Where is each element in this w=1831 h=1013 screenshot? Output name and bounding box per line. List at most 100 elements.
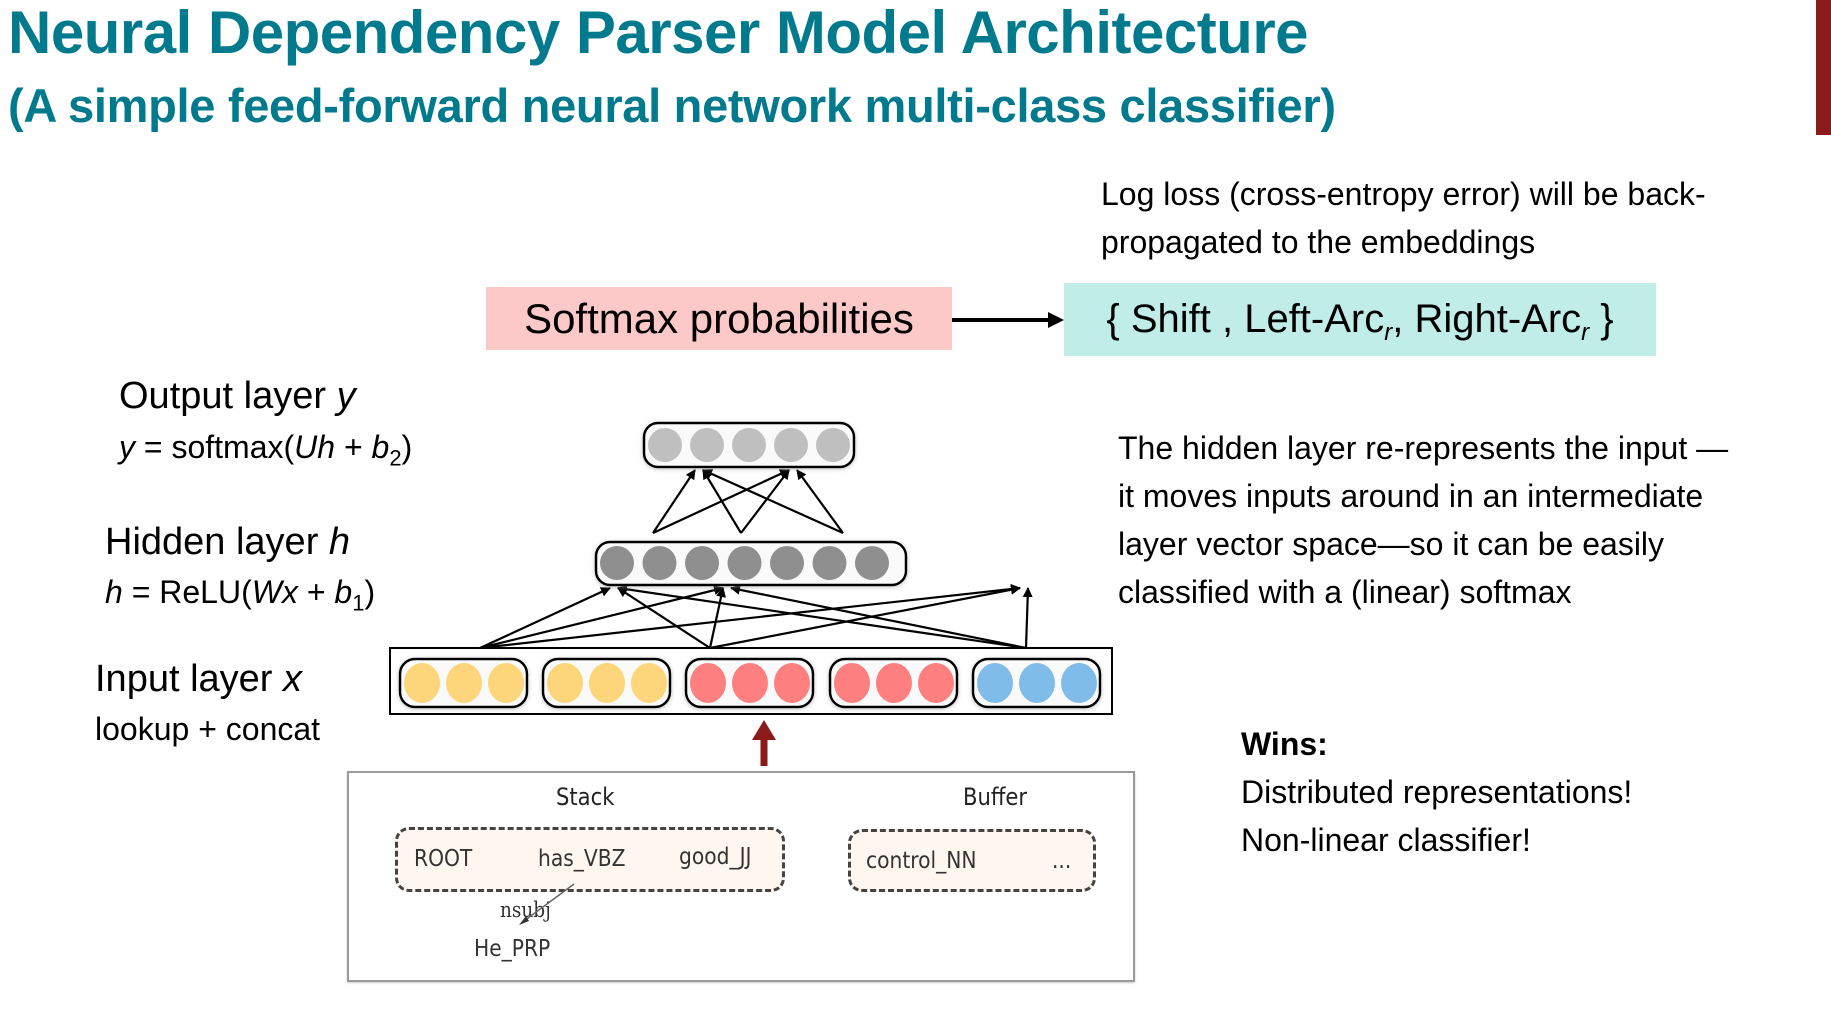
output-unit bbox=[690, 428, 724, 462]
wins-item: Non-linear classifier! bbox=[1241, 822, 1531, 858]
eq-var: b bbox=[371, 429, 390, 465]
eq-text: + bbox=[297, 574, 335, 610]
input-layer-label: Input layer x bbox=[95, 658, 302, 701]
output-unit bbox=[816, 428, 850, 462]
slide-subtitle: (A simple feed-forward neural network mu… bbox=[8, 79, 1336, 132]
hidden-layer-equation: h = ReLU(Wx + b1) bbox=[105, 574, 375, 616]
actions-text: } bbox=[1589, 297, 1614, 341]
hidden-unit bbox=[812, 546, 847, 580]
connection-arrow bbox=[702, 468, 844, 535]
slide-title: Neural Dependency Parser Model Architect… bbox=[8, 0, 1309, 66]
input-layer-description: lookup + concat bbox=[95, 711, 321, 747]
eq-var: Wx bbox=[251, 574, 298, 610]
eq-text: + bbox=[335, 429, 372, 465]
output-layer bbox=[642, 421, 856, 469]
input-unit bbox=[1019, 663, 1055, 703]
hidden-unit bbox=[855, 546, 889, 580]
eq-text: = ReLU( bbox=[122, 574, 252, 610]
buffer-item: control_NN bbox=[866, 848, 977, 874]
label-variable: y bbox=[336, 375, 356, 417]
input-unit bbox=[446, 663, 482, 703]
connection-arrow bbox=[479, 584, 1021, 650]
output-unit bbox=[648, 428, 682, 462]
actions-subscript: r bbox=[1384, 319, 1393, 346]
connection-arrow bbox=[702, 469, 742, 534]
eq-sub: 2 bbox=[389, 445, 402, 471]
loss-note-line: propagated to the embeddings bbox=[1101, 224, 1536, 260]
input-unit bbox=[977, 663, 1013, 703]
input-unit bbox=[834, 663, 870, 703]
wins-title: Wins: bbox=[1241, 726, 1328, 762]
input-unit bbox=[1061, 663, 1097, 703]
buffer-item: ... bbox=[1052, 848, 1072, 874]
input-unit bbox=[488, 663, 524, 703]
eq-var: b bbox=[334, 574, 353, 610]
connection-arrow bbox=[796, 469, 844, 534]
connection-arrow bbox=[1022, 587, 1033, 649]
connection-arrow bbox=[740, 469, 790, 534]
input-unit bbox=[690, 663, 726, 703]
hidden-layer bbox=[594, 540, 908, 587]
eq-var: Uh bbox=[294, 429, 336, 465]
softmax-to-actions-arrow bbox=[952, 312, 1064, 328]
eq-var: y bbox=[119, 429, 135, 465]
connection-arrow bbox=[479, 587, 611, 649]
dependent-word: He_PRP bbox=[474, 936, 551, 962]
hidden-unit bbox=[727, 546, 762, 580]
label-variable: h bbox=[328, 521, 351, 563]
stack-item: ROOT bbox=[414, 846, 473, 872]
input-unit bbox=[404, 663, 440, 703]
connection-arrow bbox=[617, 584, 1027, 650]
hidden-layer-note: The hidden layer re-represents the input… bbox=[1118, 424, 1728, 616]
hidden-unit bbox=[770, 546, 804, 580]
label-variable: x bbox=[283, 658, 302, 700]
input-unit bbox=[918, 663, 954, 703]
layer-connections bbox=[479, 468, 1033, 650]
hidden-layer-label: Hidden layer h bbox=[105, 521, 350, 564]
feature-extraction-arrow bbox=[752, 720, 776, 766]
buffer-label: Buffer bbox=[963, 783, 1028, 811]
hidden-unit bbox=[685, 546, 719, 580]
eq-text: ) bbox=[401, 429, 413, 465]
softmax-probabilities-box: Softmax probabilities bbox=[486, 287, 952, 350]
connection-arrow bbox=[709, 584, 1021, 650]
label-text: Input layer bbox=[95, 658, 283, 700]
output-unit bbox=[732, 428, 766, 462]
label-text: Output layer bbox=[119, 375, 337, 417]
hidden-note-line: it moves inputs around in an intermediat… bbox=[1118, 478, 1704, 514]
label-text: Hidden layer bbox=[105, 521, 329, 563]
stack-item: has_VBZ bbox=[538, 846, 626, 872]
stack-item: good_JJ bbox=[679, 844, 752, 870]
input-unit bbox=[547, 663, 583, 703]
connection-arrow bbox=[708, 587, 726, 649]
input-unit bbox=[631, 663, 667, 703]
stack-label: Stack bbox=[556, 783, 615, 811]
accent-bar bbox=[1816, 0, 1831, 135]
connection-arrow bbox=[617, 587, 711, 649]
transition-actions-box: { Shift , Left-Arcr, Right-Arcr } bbox=[1064, 283, 1656, 356]
actions-text: , Right-Arc bbox=[1392, 297, 1582, 341]
hidden-unit bbox=[600, 546, 634, 580]
eq-text: ) bbox=[364, 574, 376, 610]
dependency-arc bbox=[519, 883, 575, 925]
hidden-unit bbox=[642, 546, 677, 580]
wins-note: Wins: Distributed representations! Non-l… bbox=[1241, 720, 1632, 864]
loss-note: Log loss (cross-entropy error) will be b… bbox=[1101, 170, 1706, 266]
connection-arrow bbox=[652, 469, 696, 534]
actions-subscript: r bbox=[1581, 319, 1590, 346]
wins-item: Distributed representations! bbox=[1241, 774, 1633, 810]
input-unit bbox=[774, 663, 810, 703]
hidden-note-line: layer vector space—so it can be easily bbox=[1118, 526, 1665, 562]
hidden-note-line: classified with a (linear) softmax bbox=[1118, 574, 1572, 610]
output-layer-equation: y = softmax(Uh + b2) bbox=[119, 429, 412, 471]
input-unit bbox=[589, 663, 625, 703]
input-unit bbox=[732, 663, 768, 703]
eq-sub: 1 bbox=[352, 590, 365, 616]
eq-var: h bbox=[105, 574, 123, 610]
buffer-container bbox=[848, 829, 1096, 892]
stack-container bbox=[395, 827, 785, 892]
connection-arrow bbox=[730, 584, 1027, 650]
softmax-label: Softmax probabilities bbox=[524, 295, 914, 342]
output-layer-label: Output layer y bbox=[119, 375, 356, 418]
